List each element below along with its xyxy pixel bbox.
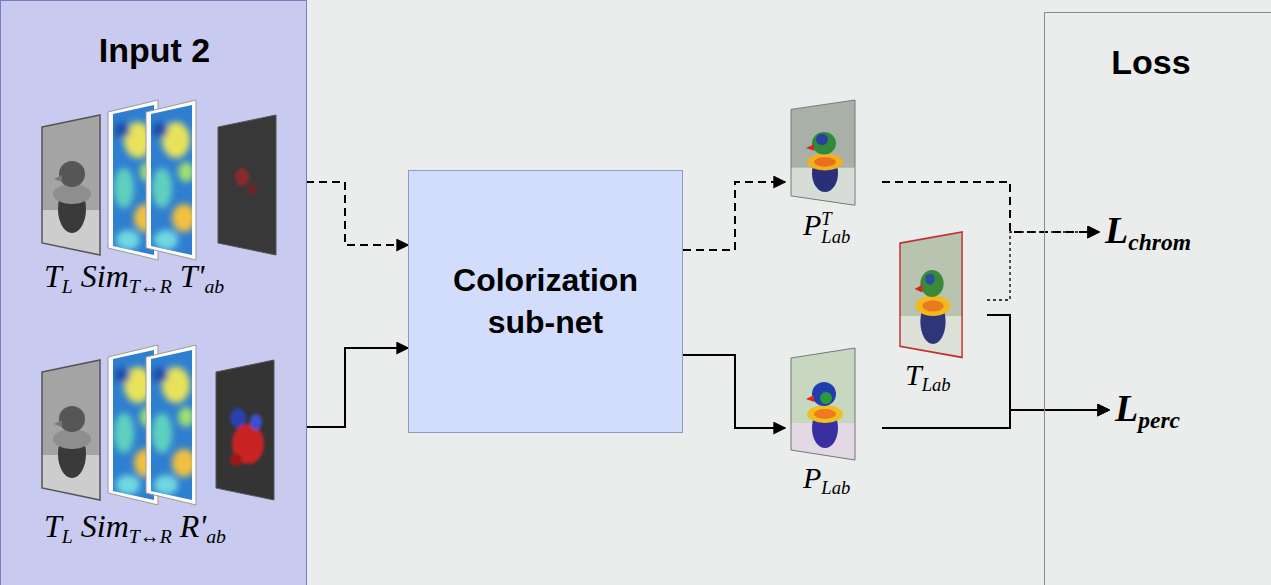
math-label: PLab <box>803 461 850 499</box>
subscript: Lab <box>821 228 850 247</box>
subscript: chrom <box>1128 229 1191 255</box>
loss-term: Lchrom <box>1105 208 1191 257</box>
flow-arrow <box>987 232 1099 300</box>
target-image: TLab <box>895 228 987 406</box>
flow-arrow <box>882 182 1099 232</box>
symbol: L <box>1115 387 1138 429</box>
symbol: P <box>803 208 821 241</box>
script-stack: TLab <box>821 210 850 247</box>
subscript: ab <box>206 525 226 547</box>
symbol: T' <box>180 258 205 294</box>
symbol: Sim <box>81 258 129 294</box>
output-image <box>791 100 855 205</box>
flow-arrow <box>683 355 785 428</box>
input-stack: TL SimT↔R T'ab <box>38 100 306 305</box>
flow-arrow <box>987 315 1109 410</box>
output-image: PTLab <box>785 98 882 260</box>
process-box: Colorization sub-net <box>408 170 683 433</box>
gray-thumb <box>42 115 100 255</box>
flow-arrow <box>882 410 1109 428</box>
flow-arrow <box>306 182 408 245</box>
input-panel: Input 2TLSimT↔RT'abTLSimT↔RR'ab <box>0 0 307 585</box>
subscript: Lab <box>821 477 850 498</box>
flow-arrow <box>683 182 785 250</box>
loss-term: Lperc <box>1115 386 1180 435</box>
similarity-map <box>146 345 196 505</box>
subscript: perc <box>1138 407 1180 433</box>
math-label: TLab <box>905 358 951 396</box>
box-label: Colorization sub-net <box>423 260 668 343</box>
flow-arrow <box>306 348 408 427</box>
symbol: R' <box>180 508 206 544</box>
output-image: PLab <box>785 345 882 515</box>
target-image <box>900 232 962 357</box>
symbol: T <box>905 358 922 391</box>
gray-thumb <box>42 360 100 500</box>
symbol: Sim <box>81 508 129 544</box>
subscript: T↔R <box>129 525 172 547</box>
superscript: T <box>821 210 850 229</box>
input-stack: TL SimT↔R R'ab <box>38 345 306 575</box>
ab-map <box>216 360 274 500</box>
symbol: T <box>44 258 62 294</box>
ab-map <box>218 115 276 255</box>
math-label: PTLab <box>803 208 850 247</box>
panel-heading: Input 2 <box>1 31 308 70</box>
symbol: L <box>1105 209 1128 251</box>
subscript: L <box>62 525 73 547</box>
symbol: T <box>44 508 62 544</box>
similarity-map <box>146 100 196 260</box>
panel-heading: Loss <box>1045 43 1257 82</box>
symbol: P <box>803 461 821 494</box>
math-label: TL SimT↔R T'ab <box>44 258 224 298</box>
subscript: ab <box>204 275 224 297</box>
math-label: TL SimT↔R R'ab <box>44 508 226 548</box>
subnet-fill <box>408 170 683 433</box>
subscript: Lab <box>922 374 951 395</box>
output-image <box>791 348 855 460</box>
subscript: T↔R <box>129 275 172 297</box>
subscript: L <box>62 275 73 297</box>
input-panel-fill <box>0 0 307 585</box>
loss-panel: LossLchromLperc <box>1044 12 1271 585</box>
